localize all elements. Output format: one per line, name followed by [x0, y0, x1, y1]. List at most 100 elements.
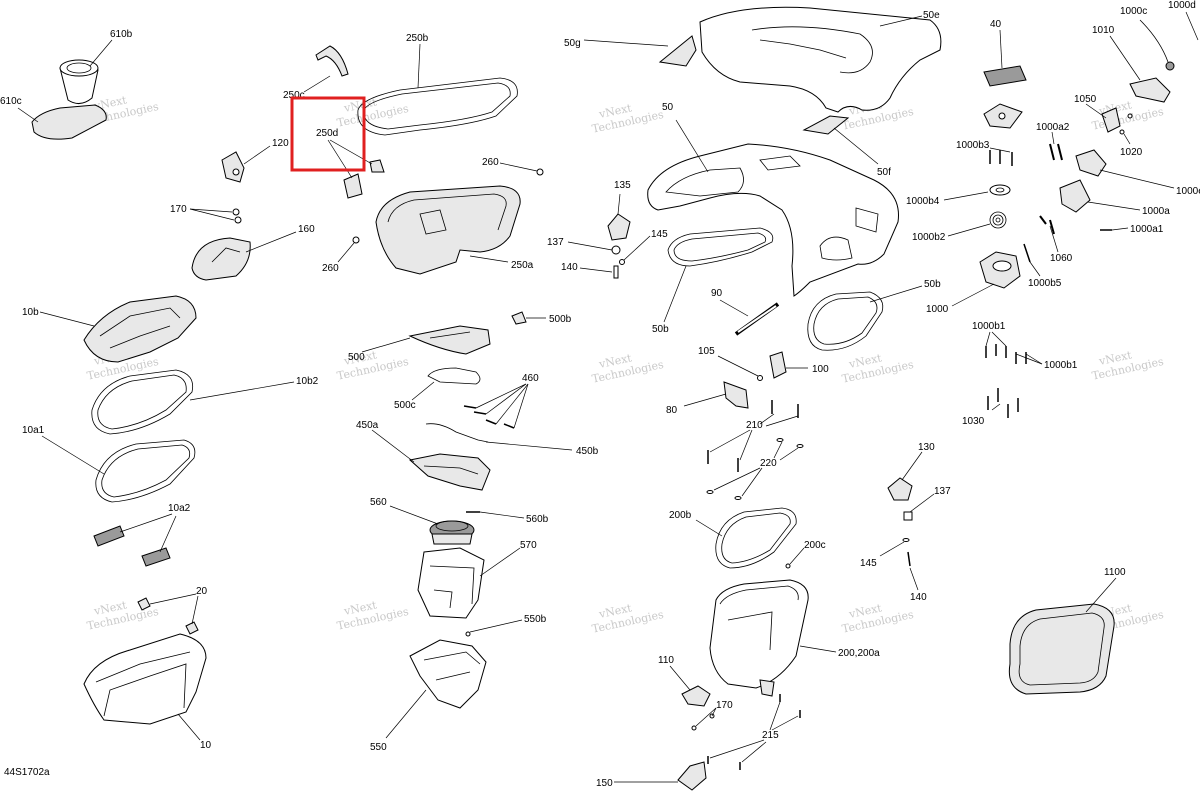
- label-200c: 200c: [804, 540, 826, 551]
- part-170-screws-bottom: [691, 707, 717, 731]
- part-1030-screws: [987, 388, 1019, 418]
- part-1000b5-screw: [1023, 243, 1041, 277]
- part-460-screws: [463, 383, 529, 429]
- label-450a: 450a: [356, 420, 379, 431]
- part-1000b4-washer: [943, 184, 1011, 201]
- label-140-top: 140: [561, 262, 578, 273]
- label-80: 80: [666, 405, 678, 416]
- part-250d-clip: [327, 139, 385, 199]
- label-170-bottom: 170: [716, 700, 733, 711]
- part-50b-seals: [663, 227, 923, 351]
- label-50g: 50g: [564, 38, 581, 49]
- part-250b-seal-top: [357, 43, 518, 136]
- label-145-right: 145: [860, 558, 877, 569]
- label-250a: 250a: [511, 260, 534, 271]
- part-1000-motor: [951, 251, 1021, 307]
- label-145-top: 145: [651, 229, 668, 240]
- label-50e: 50e: [923, 10, 940, 21]
- part-10b2-seal: [91, 369, 295, 435]
- label-220: 220: [760, 458, 777, 469]
- part-560-tank-cap: [389, 505, 475, 545]
- label-1000a1: 1000a1: [1130, 224, 1164, 235]
- label-450b: 450b: [576, 446, 599, 457]
- label-260-bottom: 260: [322, 263, 339, 274]
- label-135: 135: [614, 180, 631, 191]
- part-137-145-140-hardware: [567, 235, 651, 279]
- label-90: 90: [711, 288, 723, 299]
- label-1000b5: 1000b5: [1028, 278, 1062, 289]
- part-500b-clip: [511, 311, 546, 325]
- label-460: 460: [522, 373, 539, 384]
- label-105: 105: [698, 346, 715, 357]
- label-20: 20: [196, 586, 208, 597]
- part-80-bracket: [683, 381, 749, 409]
- label-200b: 200b: [669, 510, 692, 521]
- label-50f: 50f: [877, 167, 891, 178]
- label-610c: 610c: [0, 96, 22, 107]
- label-215: 215: [762, 730, 779, 741]
- part-220-washers: [706, 438, 804, 500]
- label-1000a2: 1000a2: [1036, 122, 1070, 133]
- part-550-bin: [385, 639, 487, 739]
- part-10a1-seal: [41, 435, 196, 503]
- label-250c: 250c: [283, 90, 305, 101]
- part-10b-lid: [39, 295, 197, 363]
- label-10b: 10b: [22, 307, 39, 318]
- label-110: 110: [658, 655, 674, 666]
- part-10a2-trims: [93, 513, 177, 567]
- part-120-bracket: [221, 145, 271, 183]
- label-160: 160: [298, 224, 315, 235]
- label-10b2: 10b2: [296, 376, 319, 387]
- part-1000b2-spring: [947, 211, 1007, 237]
- part-140-screw-right: [907, 551, 919, 591]
- part-135-bracket: [607, 193, 631, 241]
- part-145-washer-right: [879, 538, 910, 557]
- part-90-gas-strut: [719, 299, 780, 336]
- part-210-screws: [707, 400, 799, 472]
- label-10a2: 10a2: [168, 503, 191, 514]
- part-560b-screw: [466, 511, 525, 519]
- label-137-right: 137: [934, 486, 951, 497]
- label-1000: 1000: [926, 304, 949, 315]
- label-500c: 500c: [394, 400, 416, 411]
- label-550b: 550b: [524, 614, 547, 625]
- part-105-screw: [717, 355, 763, 381]
- label-500: 500: [348, 352, 365, 363]
- label-50: 50: [662, 102, 674, 113]
- highlight-box-250d[interactable]: [290, 96, 366, 172]
- label-1020: 1020: [1120, 147, 1143, 158]
- label-170-top: 170: [170, 204, 187, 215]
- label-100: 100: [812, 364, 829, 375]
- part-110-bracket: [669, 665, 711, 707]
- part-100-latch: [769, 351, 808, 379]
- label-570: 570: [520, 540, 537, 551]
- part-250c-strap: [303, 45, 349, 93]
- part-170-screws: [189, 208, 242, 224]
- label-1000b1-right: 1000b1: [1044, 360, 1078, 371]
- label-137-top: 137: [547, 237, 564, 248]
- part-137-bushing-right: [903, 493, 935, 521]
- label-1000d: 1000d: [1168, 0, 1196, 11]
- part-1010-module: [1109, 35, 1171, 103]
- part-1000a1-screw: [1100, 227, 1129, 231]
- label-500b: 500b: [549, 314, 572, 325]
- part-215-fasteners: [707, 694, 801, 770]
- part-40-pad: [983, 29, 1027, 87]
- part-610b-cup: [59, 39, 113, 104]
- label-1000a: 1000a: [1142, 206, 1170, 217]
- label-1000b2: 1000b2: [912, 232, 946, 243]
- label-560: 560: [370, 497, 387, 508]
- label-140-right: 140: [910, 592, 927, 603]
- part-130-latch: [887, 451, 923, 501]
- part-50e-top-cover: [699, 6, 942, 113]
- diagram-code: 44S1702a: [4, 767, 50, 778]
- part-200c-clip: [785, 547, 805, 569]
- label-150: 150: [596, 778, 613, 789]
